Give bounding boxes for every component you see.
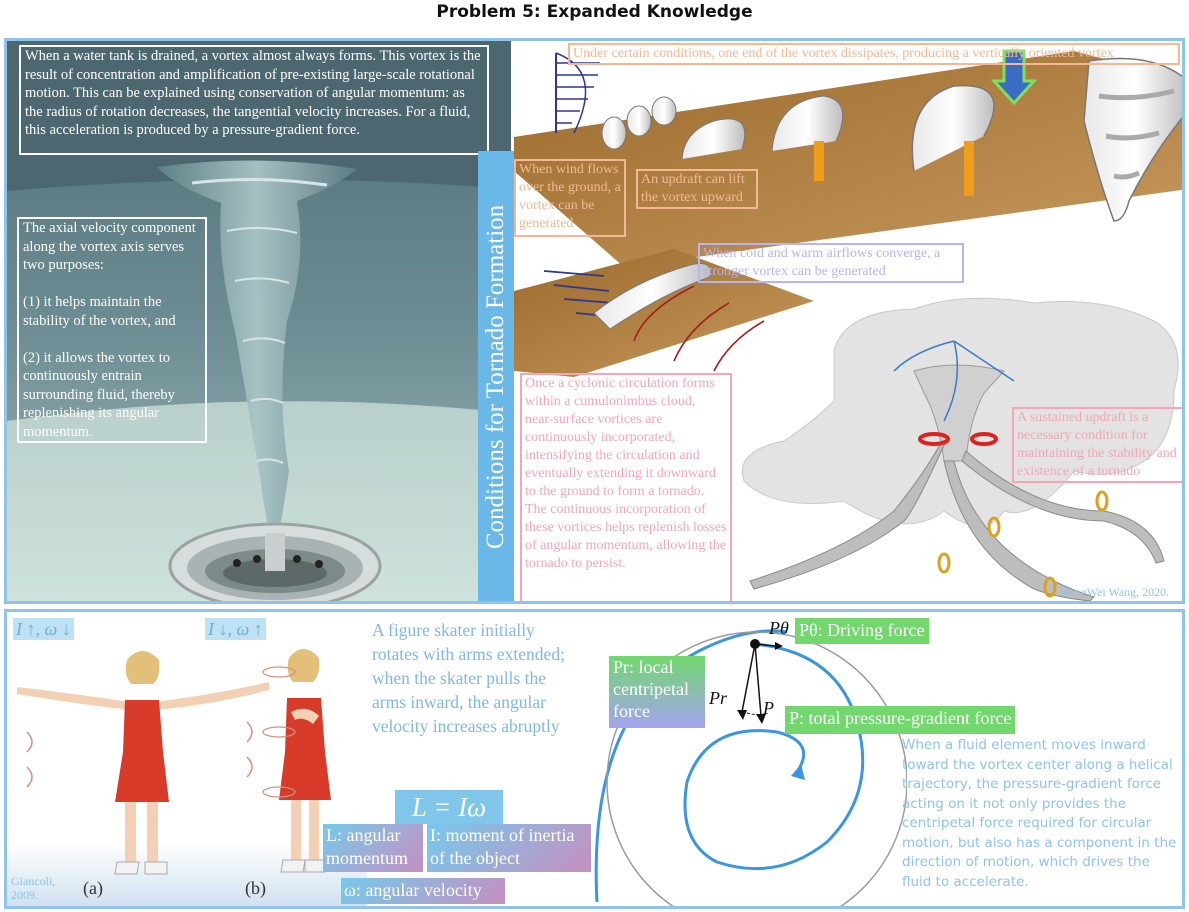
updraft-lift-label: An updraft can lift the vortex upward	[636, 169, 758, 209]
L-definition: L: angular momentum	[323, 824, 423, 872]
P-theta-label: Pθ: Driving force	[795, 618, 929, 644]
fluid-acceleration-text: When a fluid element moves inward toward…	[902, 737, 1177, 890]
omega-definition: ω: angular velocity	[341, 878, 505, 904]
drain-vortex-illustration: When a water tank is drained, a vortex a…	[7, 41, 511, 601]
angular-momentum-panel: I ↑, ω ↓ I ↓, ω ↑ (a) (b) Giancoli, 2009…	[4, 609, 1185, 909]
skater-explanation: A figure skater initially rotates with a…	[372, 620, 565, 736]
tornado-conditions-panel: When a water tank is drained, a vortex a…	[4, 38, 1185, 604]
state-a-label: I ↑, ω ↓	[13, 618, 74, 640]
page-title: Problem 5: Expanded Knowledge	[436, 2, 753, 22]
state-b-label: I ↓, ω ↑	[205, 618, 266, 640]
P-r-label: Pr: local centripetal force	[609, 656, 705, 728]
vertical-title: Conditions for Tornado Formation	[482, 204, 509, 550]
wind-vortex-label: When wind flows over the ground, a vorte…	[514, 159, 626, 237]
sustained-updraft-label: A sustained updraft is a necessary condi…	[1012, 407, 1182, 483]
vertical-title-bar: Conditions for Tornado Formation	[478, 151, 514, 601]
angular-momentum-equation: L = Iω	[395, 790, 503, 824]
I-definition: I: moment of inertia of the object	[427, 824, 591, 872]
figure-skater-illustration: I ↑, ω ↓ I ↓, ω ↑ (a) (b) Giancoli, 2009…	[7, 612, 367, 906]
vortex-formation-illustration: Under certain conditions, one end of the…	[514, 41, 1182, 601]
airflow-converge-label: When cold and warm airflows converge, a …	[698, 243, 964, 283]
skater-credit: Giancoli, 2009.	[11, 874, 56, 902]
axial-velocity-text: The axial velocity component along the v…	[17, 217, 207, 443]
P-total-label: P: total pressure-gradient force	[785, 706, 1016, 734]
caption-b: (b)	[245, 878, 266, 898]
caption-a: (a)	[83, 878, 103, 898]
drain-explanation-text: When a water tank is drained, a vortex a…	[19, 45, 489, 155]
tornado-credit: HongWei Wang, 2020.	[1060, 585, 1170, 599]
P-vector-symbol: P	[763, 698, 774, 718]
cyclonic-circulation-label: Once a cyclonic circulation forms within…	[520, 373, 732, 601]
P-theta-symbol: Pθ	[769, 618, 789, 638]
P-r-symbol: Pr	[709, 688, 727, 708]
vertical-vortex-label: Under certain conditions, one end of the…	[568, 43, 1180, 65]
